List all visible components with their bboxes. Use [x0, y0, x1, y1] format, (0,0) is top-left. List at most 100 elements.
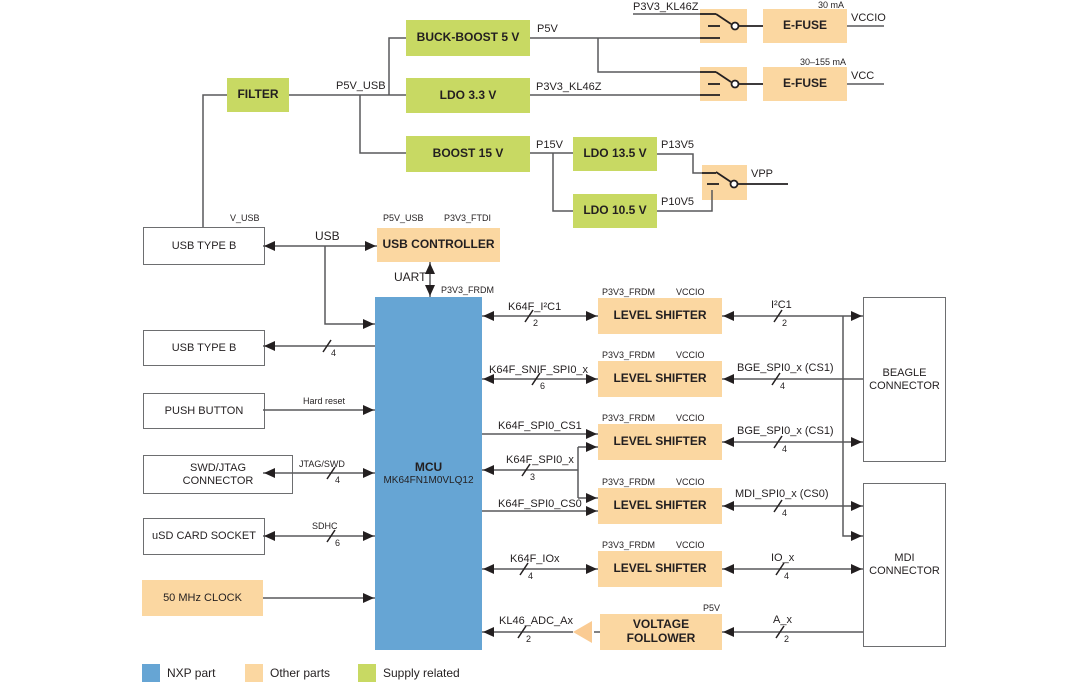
power-wires [202, 13, 884, 227]
bus-width-snif: 6 [540, 381, 546, 391]
net-label-p3v3-kl46z: P3V3_KL46Z [536, 81, 602, 93]
net-label-p5v-usb: P5V_USB [336, 80, 386, 92]
ls5-vref-right: VCCIO [676, 540, 705, 550]
legend-swatch-other [245, 664, 263, 682]
level-shifter-4-box: LEVEL SHIFTER [598, 488, 722, 524]
sig-k64f-spi0-cs1: K64F_SPI0_CS1 [498, 420, 582, 432]
legend-label-nxp: NXP part [167, 666, 216, 680]
ldo-10v5-label: LDO 10.5 V [583, 203, 647, 218]
level-shifter-5-box: LEVEL SHIFTER [598, 551, 722, 587]
ls2-vref-left: P3V3_FRDM [602, 350, 656, 360]
follower-supply-label: P5V [703, 603, 721, 613]
bus-width-usb2: 4 [331, 348, 337, 358]
ls3-vref-right: VCCIO [676, 413, 705, 423]
efuse-1-label: E-FUSE [782, 18, 827, 33]
bus-width-jtag: 4 [335, 475, 341, 485]
level-shifter-4-label: LEVEL SHIFTER [613, 498, 707, 513]
ls2-vref-right: VCCIO [676, 350, 705, 360]
voltage-follower-label: VOLTAGE FOLLOWER [626, 617, 696, 645]
bus-width-i2c1-mcu: 2 [533, 318, 539, 328]
net-label-vccio: VCCIO [851, 12, 886, 24]
level-shifter-2-label: LEVEL SHIFTER [613, 371, 707, 386]
ls3-vref-left: P3V3_FRDM [602, 413, 656, 423]
net-label-vpp: VPP [751, 168, 774, 180]
mdi-connector-box: MDI CONNECTOR [863, 483, 946, 647]
switch-2-box [700, 67, 747, 101]
buck-boost-label: BUCK-BOOST 5 V [416, 30, 520, 45]
legend-label-other: Other parts [270, 666, 331, 680]
bus-width-ax: 2 [784, 634, 790, 644]
net-label-p13v5: P13V5 [661, 139, 695, 151]
swd-jtag-label: SWD/JTAG CONNECTOR [182, 461, 254, 487]
bus-width-iox-mdi: 4 [784, 571, 790, 581]
usb-type-b-2-label: USB TYPE B [171, 341, 237, 354]
sig-io-x: IO_x [771, 552, 795, 564]
mcu-part-number: MK64FN1M0VLQ12 [383, 474, 474, 486]
beagle-connector-box: BEAGLE CONNECTOR [863, 297, 946, 462]
clock-50mhz-label: 50 MHz CLOCK [163, 591, 242, 604]
ls5-vref-left: P3V3_FRDM [602, 540, 656, 550]
sig-bge-spi0-cs1-row2: BGE_SPI0_x (CS1) [737, 362, 834, 374]
sig-i2c1: I²C1 [771, 299, 792, 311]
sig-kl46-adc-ax: KL46_ADC_Ax [499, 615, 573, 627]
bus-width-bge-row3: 4 [782, 444, 788, 454]
net-label-sdhc: SDHC [312, 521, 338, 531]
sig-a-x: A_x [773, 614, 792, 626]
level-shifter-1-label: LEVEL SHIFTER [613, 308, 707, 323]
net-label-jtag-swd: JTAG/SWD [299, 459, 345, 469]
switch-1-box [700, 9, 747, 43]
ldo-3v3-box: LDO 3.3 V [406, 78, 530, 113]
net-label-p10v5: P10V5 [661, 196, 695, 208]
boost-15v-label: BOOST 15 V [432, 146, 504, 161]
bus-width-mdi-cs0: 4 [782, 508, 788, 518]
usb-type-b-1-box: USB TYPE B [143, 227, 265, 265]
ldo-10v5-box: LDO 10.5 V [573, 194, 657, 228]
bus-width-adc: 2 [526, 634, 532, 644]
sig-k64f-spi0-cs0: K64F_SPI0_CS0 [498, 498, 582, 510]
sig-k64f-i2c1: K64F_I²C1 [508, 301, 562, 313]
sig-k64f-snif-spi0: K64F_SNIF_SPI0_x [489, 364, 589, 376]
bus-width-spi0x: 3 [530, 472, 536, 482]
current-limit-30-155ma: 30–155 mA [800, 57, 847, 67]
switch-vpp-box [702, 165, 747, 200]
sig-bge-spi0-cs1-row3: BGE_SPI0_x (CS1) [737, 425, 834, 437]
ldo-3v3-label: LDO 3.3 V [439, 87, 497, 102]
level-shifter-3-label: LEVEL SHIFTER [613, 434, 707, 449]
net-label-hard-reset: Hard reset [303, 396, 346, 406]
ls1-vref-left: P3V3_FRDM [602, 287, 656, 297]
efuse-2-box: E-FUSE [763, 67, 847, 101]
level-shifter-2-box: LEVEL SHIFTER [598, 361, 722, 397]
mdi-connector-label: MDI CONNECTOR [869, 552, 940, 577]
current-limit-30ma: 30 mA [818, 0, 845, 10]
mcu-box: MCU MK64FN1M0VLQ12 [375, 297, 482, 650]
level-shifter-1-box: LEVEL SHIFTER [598, 298, 722, 334]
legend-label-supply: Supply related [383, 666, 460, 680]
bus-width-iox-mcu: 4 [528, 571, 534, 581]
efuse-1-box: E-FUSE [763, 9, 847, 43]
level-shifter-5-label: LEVEL SHIFTER [613, 561, 707, 576]
mcu-title: MCU [414, 459, 443, 474]
net-label-vcc: VCC [851, 70, 875, 82]
usb-type-b-1-label: USB TYPE B [171, 239, 237, 252]
net-label-p3v3-ftdi: P3V3_FTDI [444, 213, 492, 223]
clock-50mhz-box: 50 MHz CLOCK [142, 580, 263, 616]
net-label-uart: UART [394, 270, 427, 284]
ls1-vref-right: VCCIO [676, 287, 705, 297]
net-label-p15v: P15V [536, 139, 563, 151]
net-label-p5v-usb-ctl: P5V_USB [383, 213, 424, 223]
level-shifter-3-box: LEVEL SHIFTER [598, 424, 722, 460]
usd-card-label: uSD CARD SOCKET [152, 530, 256, 543]
usd-card-box: uSD CARD SOCKET [143, 518, 265, 555]
buck-boost-box: BUCK-BOOST 5 V [406, 20, 530, 56]
bus-width-i2c1-bge: 2 [782, 318, 788, 328]
net-label-usb: USB [315, 229, 340, 243]
legend-swatch-nxp [142, 664, 160, 682]
ldo-13v5-label: LDO 13.5 V [583, 146, 647, 161]
bus-width-sdhc: 6 [335, 538, 341, 548]
legend-swatch-supply [358, 664, 376, 682]
filter-box: FILTER [227, 78, 289, 112]
buffer-triangle-icon [573, 621, 592, 643]
sig-k64f-spi0-x: K64F_SPI0_x [506, 454, 574, 466]
sig-k64f-iox: K64F_IOx [510, 553, 560, 565]
filter-label: FILTER [237, 87, 279, 102]
